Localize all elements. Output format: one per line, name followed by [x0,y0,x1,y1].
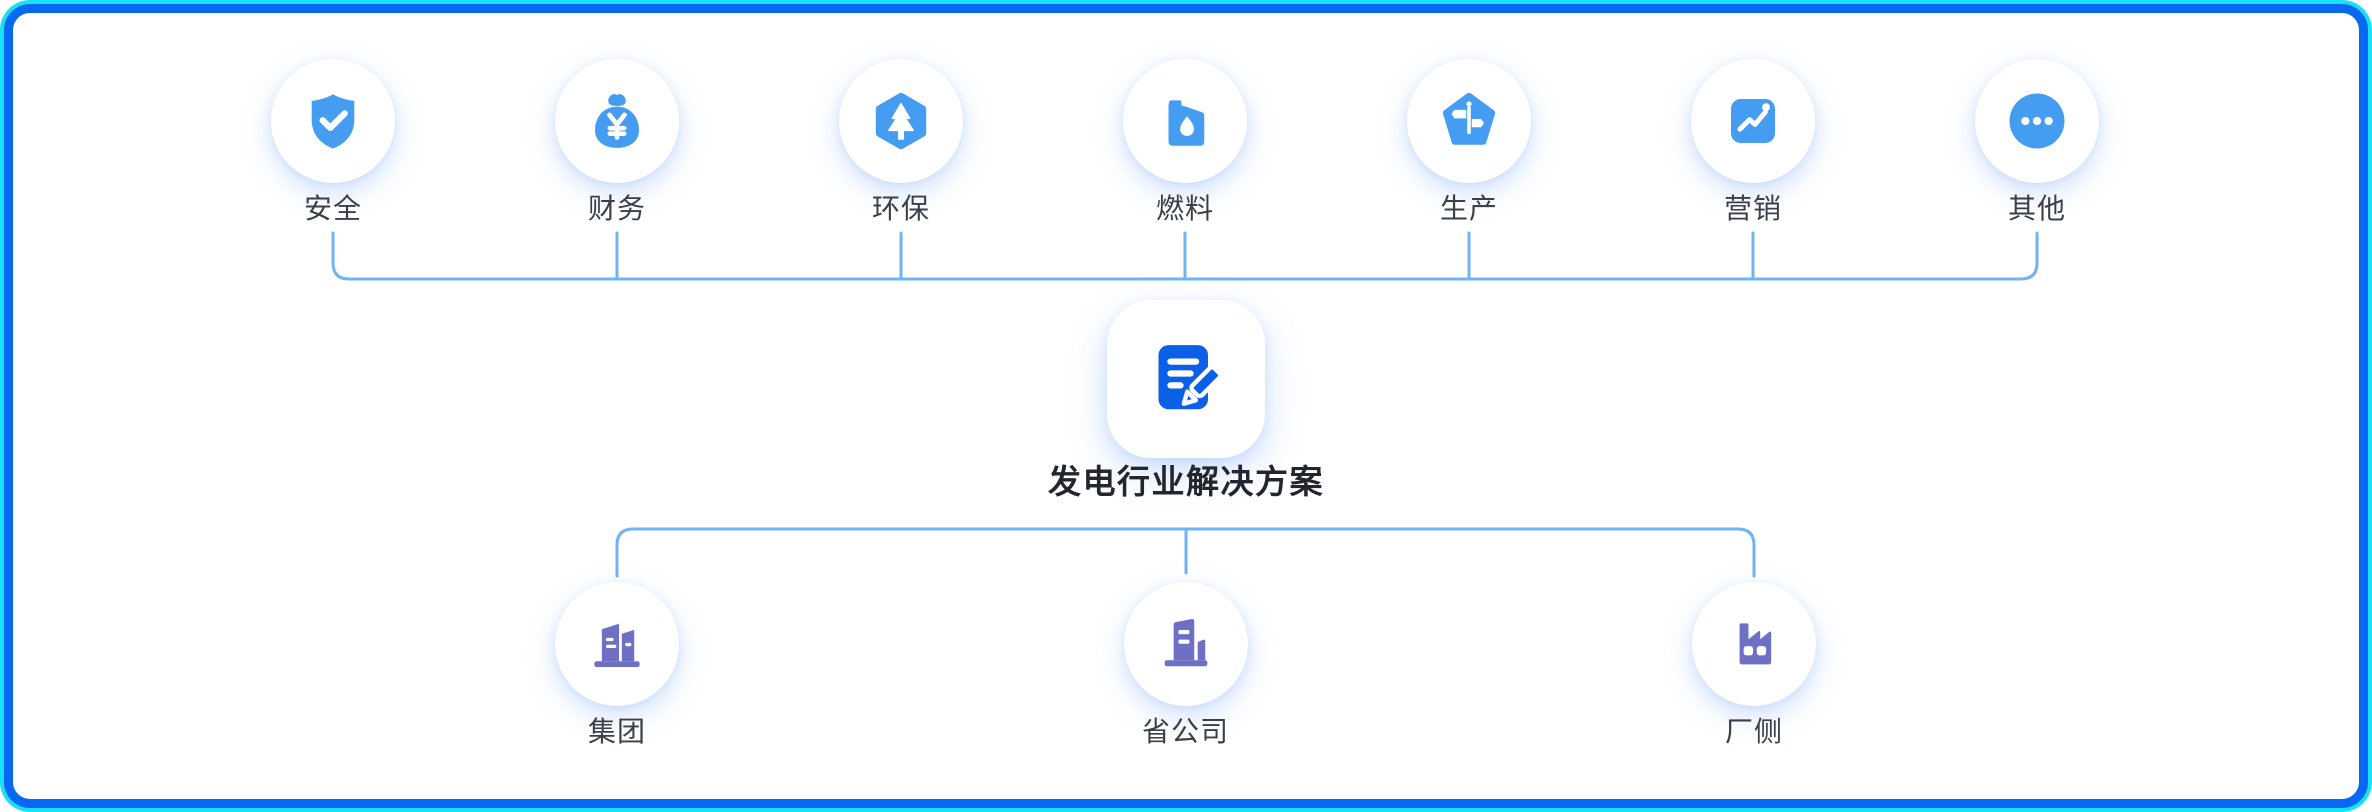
node-circle [555,582,679,706]
group-buildings-icon [594,623,640,667]
ellipsis-icon [2009,93,2065,149]
node-circle [555,59,679,183]
bottom-bracket-connector [615,527,1756,578]
node-label: 集团 [587,716,646,747]
node-circle [1407,59,1531,183]
node-label: 省公司 [1141,716,1229,747]
bottom-node-group: 集团 [552,582,682,749]
top-node-finance: 财务 [552,59,682,226]
signpost-pentagon-icon [1442,92,1496,145]
node-circle [1123,582,1248,706]
node-circle [1692,582,1816,706]
node-circle [271,59,395,183]
bottom-row: 集团 省公司 厂侧 [552,582,1819,749]
top-row: 安全 财务 环保 [268,59,2102,226]
node-circle [1975,59,2099,183]
trend-chart-icon [1731,99,1775,143]
shield-check-icon [311,94,355,149]
node-label: 安全 [303,193,362,224]
bottom-node-province-company: 省公司 [1121,582,1251,749]
node-label: 环保 [871,193,930,224]
node-label: 营销 [1723,193,1782,224]
bottom-node-plant-side: 厂侧 [1689,582,1819,749]
node-label: 生产 [1439,193,1498,224]
province-company-icon [1164,619,1207,667]
node-label: 其他 [2007,193,2066,224]
top-node-safety: 安全 [268,59,398,226]
top-node-marketing: 营销 [1688,59,1818,226]
node-circle [1691,59,1815,183]
node-label: 燃料 [1155,193,1214,224]
node-circle [839,59,963,183]
top-node-fuel: 燃料 [1120,59,1250,226]
node-circle [1123,59,1247,183]
node-label: 厂侧 [1724,716,1783,747]
document-edit-icon [1158,345,1223,410]
top-node-other: 其他 [1972,59,2102,226]
center-node-label: 发电行业解决方案 [1048,463,1324,500]
fuel-can-icon [1168,100,1205,146]
hexagon-tree-icon [875,92,927,150]
center-node-solution [1107,300,1265,458]
node-label: 财务 [587,193,646,224]
top-node-production: 生产 [1404,59,1534,226]
top-node-environment: 环保 [836,59,966,226]
money-bag-icon [595,94,639,148]
factory-icon [1739,623,1772,665]
top-bracket-connector [331,231,2039,281]
